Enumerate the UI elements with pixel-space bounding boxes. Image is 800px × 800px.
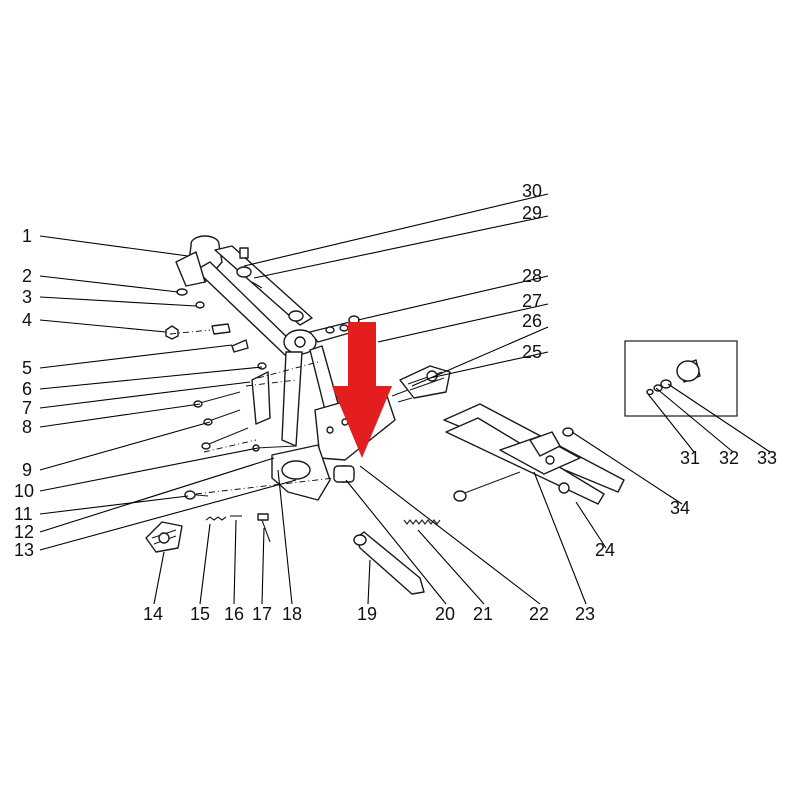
callout-labels: 1 2 3 4 5 6 7 8 9 10 11 12 13 14 15 16 1…	[14, 181, 777, 624]
callout-3: 3	[22, 287, 32, 307]
inset-detail	[624, 340, 738, 417]
pins-drawing	[205, 513, 271, 543]
callout-16: 16	[224, 604, 244, 624]
callout-11: 11	[14, 504, 33, 524]
callout-17: 17	[252, 604, 272, 624]
callout-23: 23	[575, 604, 595, 624]
callout-1: 1	[22, 226, 32, 246]
callout-25: 25	[522, 342, 542, 362]
callout-33: 33	[757, 448, 777, 468]
highlight-arrow	[332, 322, 392, 458]
callout-6: 6	[22, 379, 32, 399]
alignment-lines	[169, 329, 335, 495]
sidestand-drawing	[353, 519, 441, 595]
callout-22: 22	[529, 604, 549, 624]
callout-28: 28	[522, 266, 542, 286]
footpeg-right-drawing	[391, 365, 451, 403]
callout-13: 13	[14, 540, 34, 560]
rear-subframe-drawing	[443, 403, 625, 505]
callout-9: 9	[22, 460, 32, 480]
callout-7: 7	[22, 398, 32, 418]
callout-31: 31	[680, 448, 700, 468]
callout-12: 12	[14, 522, 34, 542]
callout-26: 26	[522, 311, 542, 331]
callout-5: 5	[22, 358, 32, 378]
callout-20: 20	[435, 604, 455, 624]
callout-30: 30	[522, 181, 542, 201]
callout-14: 14	[143, 604, 163, 624]
footpeg-left-drawing	[145, 521, 183, 553]
callout-21: 21	[473, 604, 493, 624]
callout-18: 18	[282, 604, 302, 624]
callout-24: 24	[595, 540, 615, 560]
callout-29: 29	[522, 203, 542, 223]
callout-32: 32	[719, 448, 739, 468]
callout-2: 2	[22, 266, 32, 286]
callout-19: 19	[357, 604, 377, 624]
callout-8: 8	[22, 417, 32, 437]
callout-4: 4	[22, 310, 32, 330]
callout-27: 27	[522, 291, 542, 311]
callout-10: 10	[14, 481, 34, 501]
callout-15: 15	[190, 604, 210, 624]
leader-lines	[39, 193, 771, 605]
callout-34: 34	[670, 498, 690, 518]
